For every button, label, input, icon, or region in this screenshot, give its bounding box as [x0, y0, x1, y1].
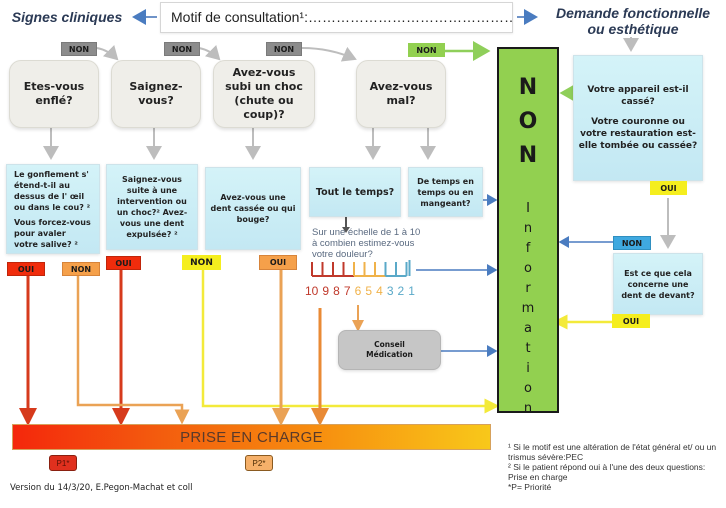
tag-oui-saignement: OUI — [106, 256, 141, 270]
demande-title-line1: Demande fonctionnelle — [555, 5, 711, 21]
non-letter: N — [518, 75, 538, 100]
priority-p1-badge: P1* — [49, 455, 77, 471]
information-letter: i — [526, 361, 530, 376]
information-letter: I — [526, 201, 530, 216]
footnotes: ¹ Si le motif est une altération de l'ét… — [508, 442, 718, 492]
footnote-1: ¹ Si le motif est une altération de l'ét… — [508, 442, 717, 462]
saignement-question: Saignez-vous suite à une intervention ou… — [116, 175, 188, 239]
question-choc[interactable]: Avez-vous subi un choc (chute ou coup)? — [213, 60, 315, 128]
version-footer: Version du 14/3/20, E.Pegon-Machat et co… — [10, 483, 193, 493]
box-gonflement: Le gonflement s' étend-t-il au dessus de… — [6, 164, 100, 254]
gonflement-question-2: Vous forcez-vous pour avaler votre saliv… — [14, 217, 91, 249]
prise-en-charge-bar: PRISE EN CHARGE — [12, 424, 491, 450]
dent-de-devant-question: Est ce que cela concerne une dent de dev… — [621, 268, 695, 300]
information-letter: m — [521, 301, 535, 316]
priority-p2-badge: P2* — [245, 455, 273, 471]
de-temps-en-temps-question: De temps en temps ou en mangeant? — [417, 176, 474, 208]
information-letter: f — [525, 241, 531, 256]
scale-number: 5 — [365, 284, 373, 298]
information-letter: o — [524, 261, 532, 276]
information-letter: n — [523, 401, 533, 416]
pain-scale-ruler[interactable] — [310, 258, 416, 280]
scale-number: 2 — [397, 284, 405, 298]
tag-non-gonflement: NON — [62, 262, 100, 276]
scale-number: 9 — [322, 284, 330, 298]
tag-non-mal: NON — [408, 43, 445, 57]
scale-number: 3 — [386, 284, 394, 298]
box-de-temps-en-temps: De temps en temps ou en mangeant? — [408, 167, 483, 217]
information-letter: o — [524, 381, 532, 396]
information-letter: r — [525, 281, 531, 296]
scale-number: 6 — [354, 284, 362, 298]
couronne-question: Votre couronne ou votre restauration est… — [578, 117, 698, 151]
footnote-2: ² Si le patient répond oui à l'une des d… — [508, 462, 706, 482]
scale-number: 10 — [305, 284, 319, 298]
information-letter: t — [525, 341, 531, 356]
tag-non-saignez: NON — [164, 42, 200, 56]
demande-title-line2: ou esthétique — [587, 21, 679, 37]
tout-le-temps-question: Tout le temps? — [315, 186, 395, 198]
tag-oui-gonflement: OUI — [7, 262, 45, 276]
question-mal[interactable]: Avez-vous mal? — [356, 60, 446, 128]
tag-non-dent-cassee: NON — [182, 255, 221, 270]
tag-oui-appareil: OUI — [650, 181, 687, 195]
motif-consultation-field[interactable]: Motif de consultation¹:………………………………………… — [160, 2, 513, 33]
appareil-casse-question: Votre appareil est-il cassé? — [587, 85, 689, 107]
gonflement-question-1: Le gonflement s' étend-t-il au dessus de… — [14, 169, 91, 212]
non-letter: O — [518, 109, 538, 134]
box-saignement: Saignez-vous suite à une intervention ou… — [106, 164, 198, 250]
demande-fonctionnelle-title: Demande fonctionnelle ou esthétique — [540, 5, 726, 37]
footnote-priority: *P= Priorité — [508, 482, 552, 492]
tag-non-choc: NON — [266, 42, 302, 56]
pain-scale-question: Sur une échelle de 1 à 10 à combien esti… — [312, 227, 421, 260]
non-letter: N — [518, 143, 538, 168]
box-appareil-casse: Votre appareil est-il cassé? Votre couro… — [573, 55, 703, 181]
information-letter: a — [524, 321, 532, 336]
question-enfle[interactable]: Etes-vous enflé? — [9, 60, 99, 128]
tag-non-enfle: NON — [61, 42, 97, 56]
tag-oui-dent-devant: OUI — [612, 314, 650, 328]
tag-oui-dent-cassee: OUI — [259, 255, 297, 270]
signes-cliniques-title: Signes cliniques — [11, 9, 123, 25]
scale-number: 8 — [333, 284, 340, 298]
scale-number: 4 — [376, 284, 383, 298]
conseil-line1: Conseil — [374, 340, 405, 349]
box-tout-le-temps: Tout le temps? — [309, 167, 401, 217]
dent-cassee-question: Avez-vous une dent cassée ou qui bouge? — [210, 193, 296, 224]
information-letter: n — [523, 221, 533, 236]
conseil-line2: Médication — [366, 350, 413, 359]
scale-number: 1 — [408, 284, 415, 298]
conseil-medication-box: Conseil Médication — [338, 330, 441, 370]
box-dent-cassee: Avez-vous une dent cassée ou qui bouge? — [205, 167, 301, 250]
box-dent-de-devant: Est ce que cela concerne une dent de dev… — [613, 253, 703, 315]
tag-non-dent-devant: NON — [613, 236, 651, 250]
scale-number: 7 — [343, 284, 351, 298]
question-saignez[interactable]: Saignez-vous? — [111, 60, 201, 128]
